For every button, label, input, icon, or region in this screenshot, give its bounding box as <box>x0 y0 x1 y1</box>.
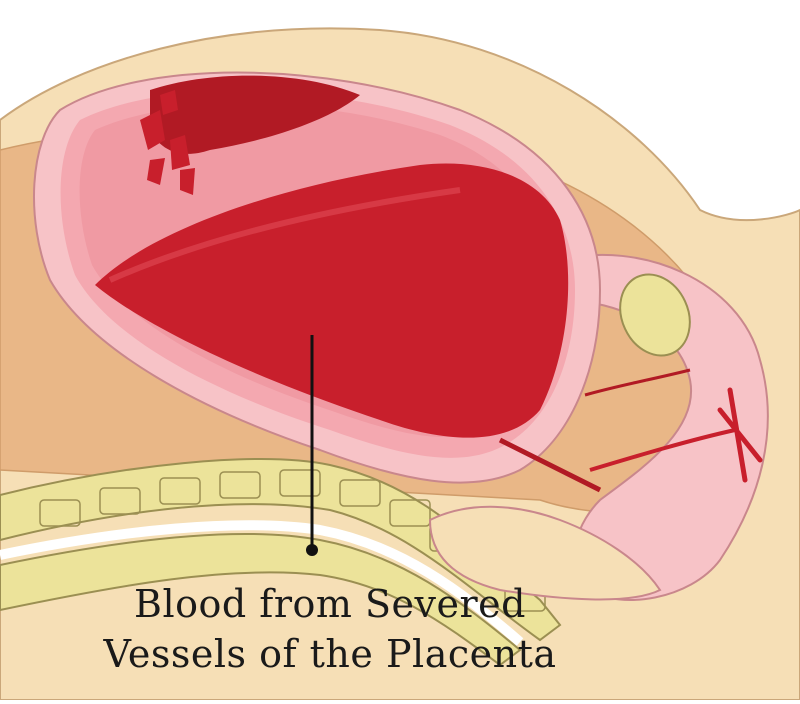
vertebra <box>99 487 141 515</box>
pelvic-organs <box>428 253 769 601</box>
vertebra <box>219 471 261 499</box>
vertebra <box>159 477 201 505</box>
callout-label-line-2: Vessels of the Placenta <box>103 632 557 676</box>
vertebra <box>389 499 431 527</box>
callout-label-line-1: Blood from Severed <box>134 582 526 626</box>
callout-pointer-dot <box>306 544 318 556</box>
vertebra <box>39 499 81 527</box>
pubic-bone <box>619 273 691 357</box>
uterus <box>32 71 602 493</box>
vertebra <box>339 479 381 507</box>
blood-pool <box>95 163 569 438</box>
severed-vessels <box>140 90 195 195</box>
vertebra <box>279 469 321 497</box>
placenta <box>150 75 360 154</box>
